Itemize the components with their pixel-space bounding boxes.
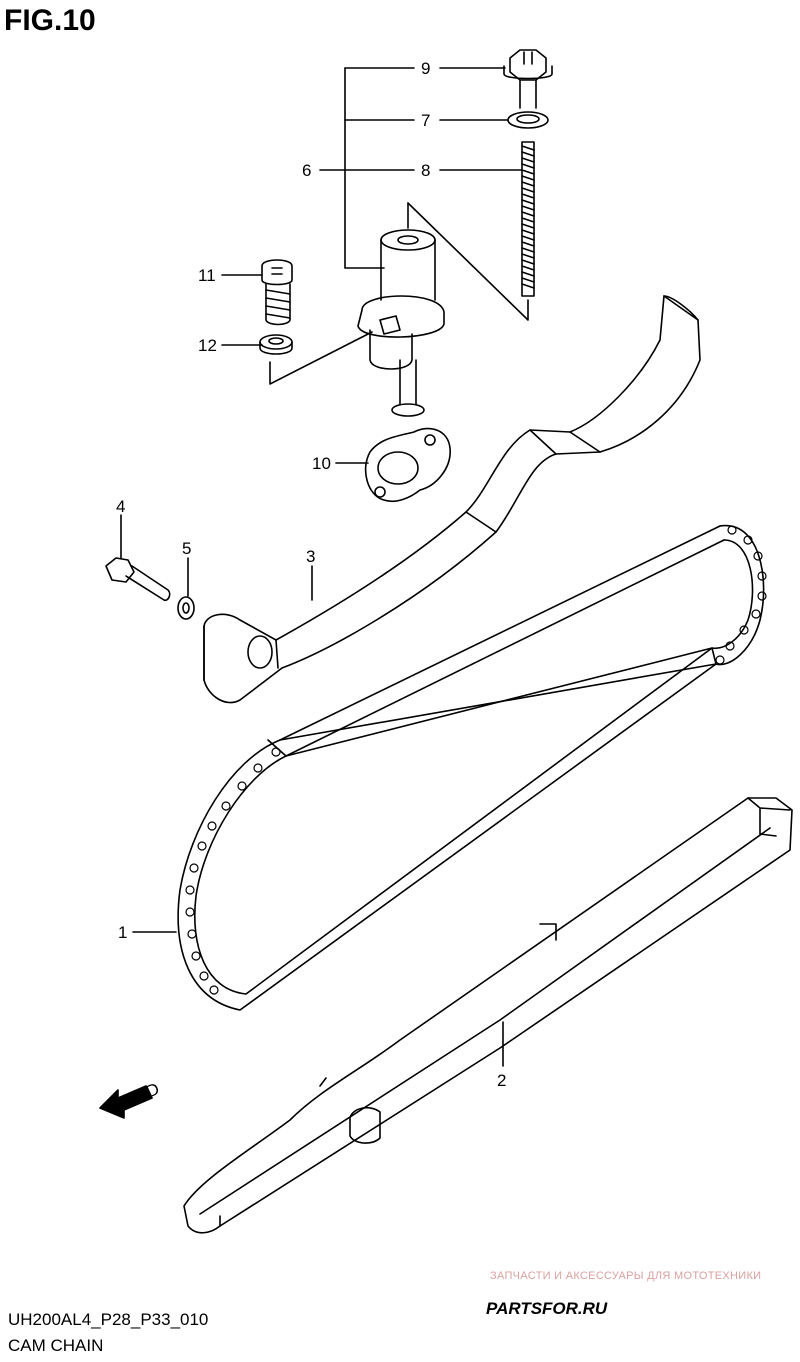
figure-title: FIG.10 [4, 4, 96, 37]
callout-5: 5 [182, 539, 191, 558]
part-1-cam-chain [177, 525, 767, 1011]
part-3-tensioner-arm [203, 295, 701, 704]
fwd-arrow [99, 1085, 153, 1119]
part-2-chain-guide [183, 797, 793, 1234]
callout-2: 2 [497, 1071, 506, 1090]
watermark-logo: PARTSFOR.RU [486, 1299, 608, 1318]
callout-labels: 9 7 6 8 11 12 10 4 5 3 1 2 [116, 59, 506, 1090]
fwd-label: FWD [119, 1079, 162, 1112]
callout-11: 11 [198, 266, 216, 285]
watermark-tagline: ЗАПЧАСТИ И АКСЕССУАРЫ ДЛЯ МОТОТЕХНИКИ [490, 1270, 762, 1282]
callout-3: 3 [306, 547, 315, 566]
part-8-spring [521, 141, 535, 297]
part-10-gasket [364, 427, 451, 503]
callout-7: 7 [421, 111, 430, 130]
callout-8: 8 [421, 161, 430, 180]
figure-code: UH200AL4_P28_P33_010 [8, 1310, 209, 1329]
callout-9: 9 [421, 59, 430, 78]
part-7-washer [507, 111, 549, 129]
leader-lines [120, 67, 529, 1067]
svg-text:PARTSFOR.RU: PARTSFOR.RU [486, 1299, 608, 1318]
svg-text:FWD: FWD [119, 1079, 162, 1112]
callout-12: 12 [198, 336, 217, 355]
callout-1: 1 [118, 923, 127, 942]
figure-caption: CAM CHAIN [8, 1336, 104, 1355]
part-6-tensioner-body [357, 229, 445, 417]
callout-4: 4 [116, 497, 125, 516]
callout-6: 6 [302, 161, 311, 180]
part-12-washer [259, 334, 293, 355]
part-4-bolt [105, 557, 171, 602]
part-5-washer [177, 596, 195, 620]
part-9-bolt [503, 49, 553, 109]
part-11-bolt [261, 259, 293, 326]
callout-10: 10 [312, 454, 331, 473]
